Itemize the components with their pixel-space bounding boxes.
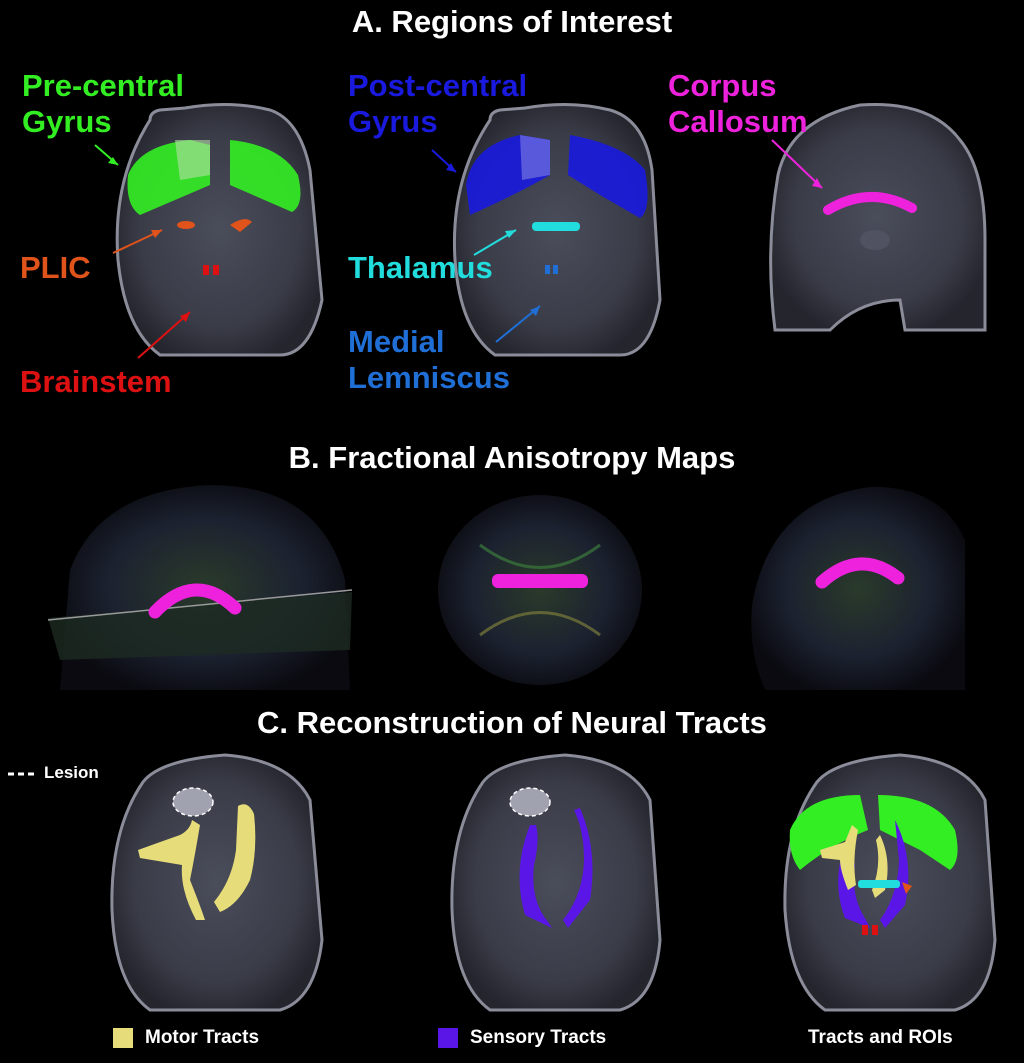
legend-motor: Motor Tracts bbox=[145, 1027, 260, 1048]
label-medial-line2: Lemniscus bbox=[348, 360, 510, 395]
arrows-row-a bbox=[94, 139, 823, 359]
label-postcentral-line2: Gyrus bbox=[348, 104, 438, 139]
label-corpus-line2: Callosum bbox=[668, 104, 808, 139]
label-precentral-line2: Gyrus bbox=[22, 104, 112, 139]
scan-c-combined bbox=[783, 753, 997, 1012]
label-medial-line1: Medial bbox=[348, 324, 445, 359]
scan-a-postcentral bbox=[452, 102, 662, 357]
fa-map-sagittal bbox=[751, 486, 965, 690]
label-postcentral-line1: Post-central bbox=[348, 68, 528, 103]
legend-tracts-rois: Tracts and ROIs bbox=[808, 1027, 953, 1048]
legend-sensory: Sensory Tracts bbox=[470, 1027, 607, 1048]
label-postcentral: Post-central Gyrus bbox=[348, 68, 527, 140]
label-precentral: Pre-central Gyrus bbox=[22, 68, 184, 140]
scan-c-motor bbox=[110, 753, 324, 1012]
fa-map-oblique bbox=[47, 485, 353, 690]
label-corpus-line1: Corpus bbox=[668, 68, 777, 103]
label-plic: PLIC bbox=[20, 250, 91, 285]
motor-swatch bbox=[113, 1028, 133, 1048]
label-precentral-line1: Pre-central bbox=[22, 68, 184, 103]
lesion-legend-label: Lesion bbox=[44, 763, 99, 782]
scan-a-sagittal bbox=[769, 102, 987, 332]
scan-c-sensory bbox=[450, 753, 662, 1012]
label-thalamus: Thalamus bbox=[348, 250, 493, 285]
scan-a-precentral bbox=[115, 102, 324, 357]
label-medial-lemniscus: Medial Lemniscus bbox=[348, 324, 510, 396]
section-c-title: C. Reconstruction of Neural Tracts bbox=[257, 705, 767, 740]
section-a-title: A. Regions of Interest bbox=[351, 4, 673, 39]
sensory-swatch bbox=[438, 1028, 458, 1048]
fa-map-axial bbox=[438, 495, 642, 685]
section-b-title: B. Fractional Anisotropy Maps bbox=[288, 440, 736, 475]
label-corpus-callosum: Corpus Callosum bbox=[668, 68, 808, 140]
label-brainstem: Brainstem bbox=[20, 364, 172, 399]
